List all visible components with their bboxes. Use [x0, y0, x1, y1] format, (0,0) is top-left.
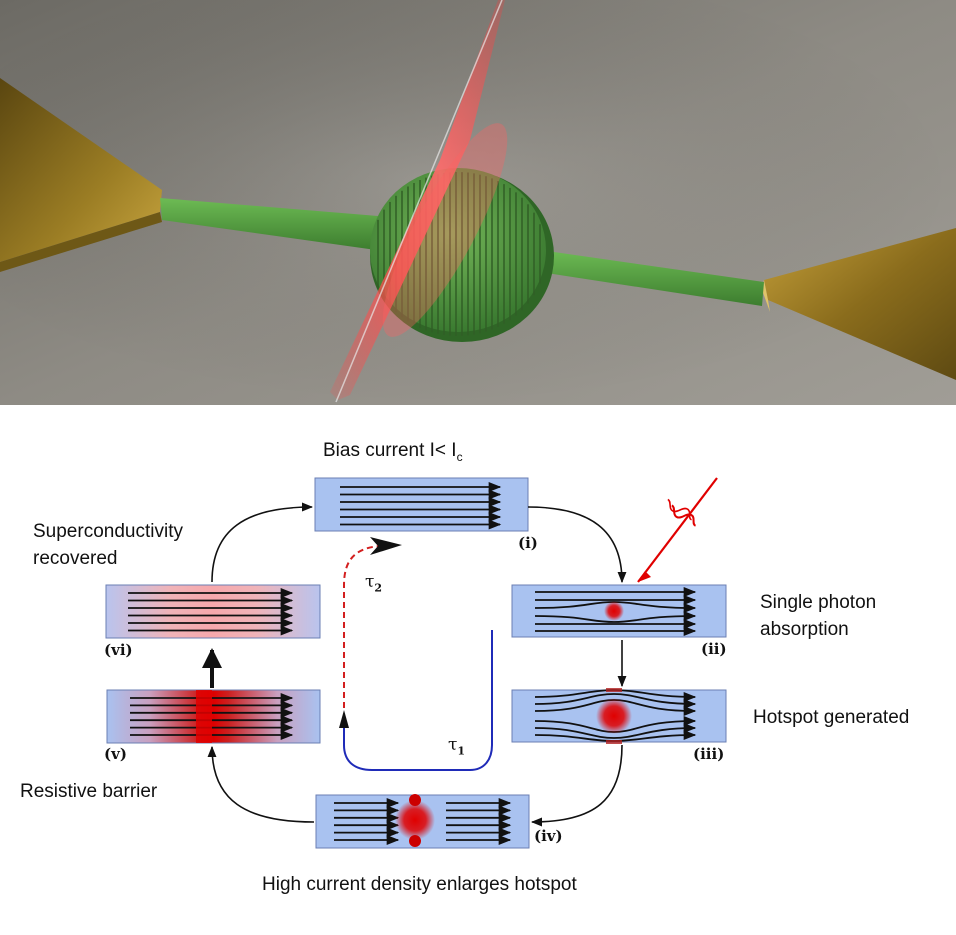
- strip-ii: [511, 584, 727, 638]
- step-tag-iii: (iii): [693, 745, 725, 763]
- gold-pad-left: [0, 78, 162, 262]
- label-enlarges-hotspot: High current density enlarges hotspot: [262, 874, 577, 895]
- strip-iii: [511, 688, 727, 744]
- strip-vi: [105, 584, 321, 639]
- step-tag-i: (i): [518, 534, 538, 552]
- device-illustration: [0, 0, 956, 405]
- strip-i: [314, 477, 529, 532]
- strip-iv: [315, 794, 530, 849]
- strip-v: [106, 689, 321, 744]
- step-tag-v: (v): [104, 745, 127, 763]
- step-tag-iv: (iv): [534, 827, 563, 845]
- label-hotspot-generated: Hotspot generated: [753, 707, 910, 728]
- tau2-label: τ2: [365, 572, 383, 595]
- hotspot-dot: [604, 601, 624, 621]
- hotspot-blob: [596, 698, 632, 734]
- step-tag-ii: (ii): [701, 640, 727, 658]
- gold-pad-right: [764, 228, 956, 380]
- nanowire-right: [540, 250, 764, 306]
- tau1-curve: [343, 630, 493, 771]
- laser-beam: [330, 0, 505, 400]
- cycle-arrows: [202, 502, 627, 827]
- bias-current-title: Bias current I< Ic: [323, 440, 463, 464]
- incoming-photon: [637, 477, 718, 583]
- nanowire-left: [160, 198, 378, 250]
- label-resistive-barrier: Resistive barrier: [20, 781, 158, 802]
- tau2-curve: [343, 545, 381, 708]
- step-tag-vi: (vi): [104, 641, 133, 659]
- tau1-label: τ1: [448, 735, 466, 758]
